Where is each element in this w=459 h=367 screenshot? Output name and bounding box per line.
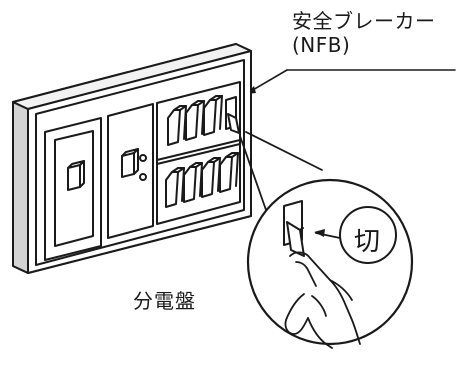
safety-breaker-label: 安全ブレーカー	[292, 9, 436, 33]
branch-breaker-switch	[219, 152, 239, 193]
off-indicator-arrow	[314, 229, 341, 239]
magnifier-callout-lines	[239, 131, 323, 211]
magnified-breaker-switch	[283, 200, 305, 257]
hand-icon	[284, 251, 361, 349]
magnifier-circle	[246, 178, 414, 346]
off-label: 切	[354, 227, 381, 257]
distribution-panel-label: 分電盤	[133, 289, 196, 313]
branch-breaker-switch	[201, 157, 221, 198]
safety-breaker-nfb	[225, 96, 240, 134]
off-label-circle	[339, 206, 397, 264]
breaker-leader-line	[245, 69, 456, 95]
branch-breaker-top-row	[167, 95, 223, 146]
branch-breaker-bottom-row	[165, 152, 239, 208]
branch-breaker-switch	[167, 105, 187, 146]
safety-breaker-abbreviation-label: (NFB)	[292, 33, 351, 57]
main-breaker	[44, 117, 102, 261]
branch-breaker-switch	[203, 95, 223, 136]
earth-leakage-breaker	[107, 103, 154, 239]
